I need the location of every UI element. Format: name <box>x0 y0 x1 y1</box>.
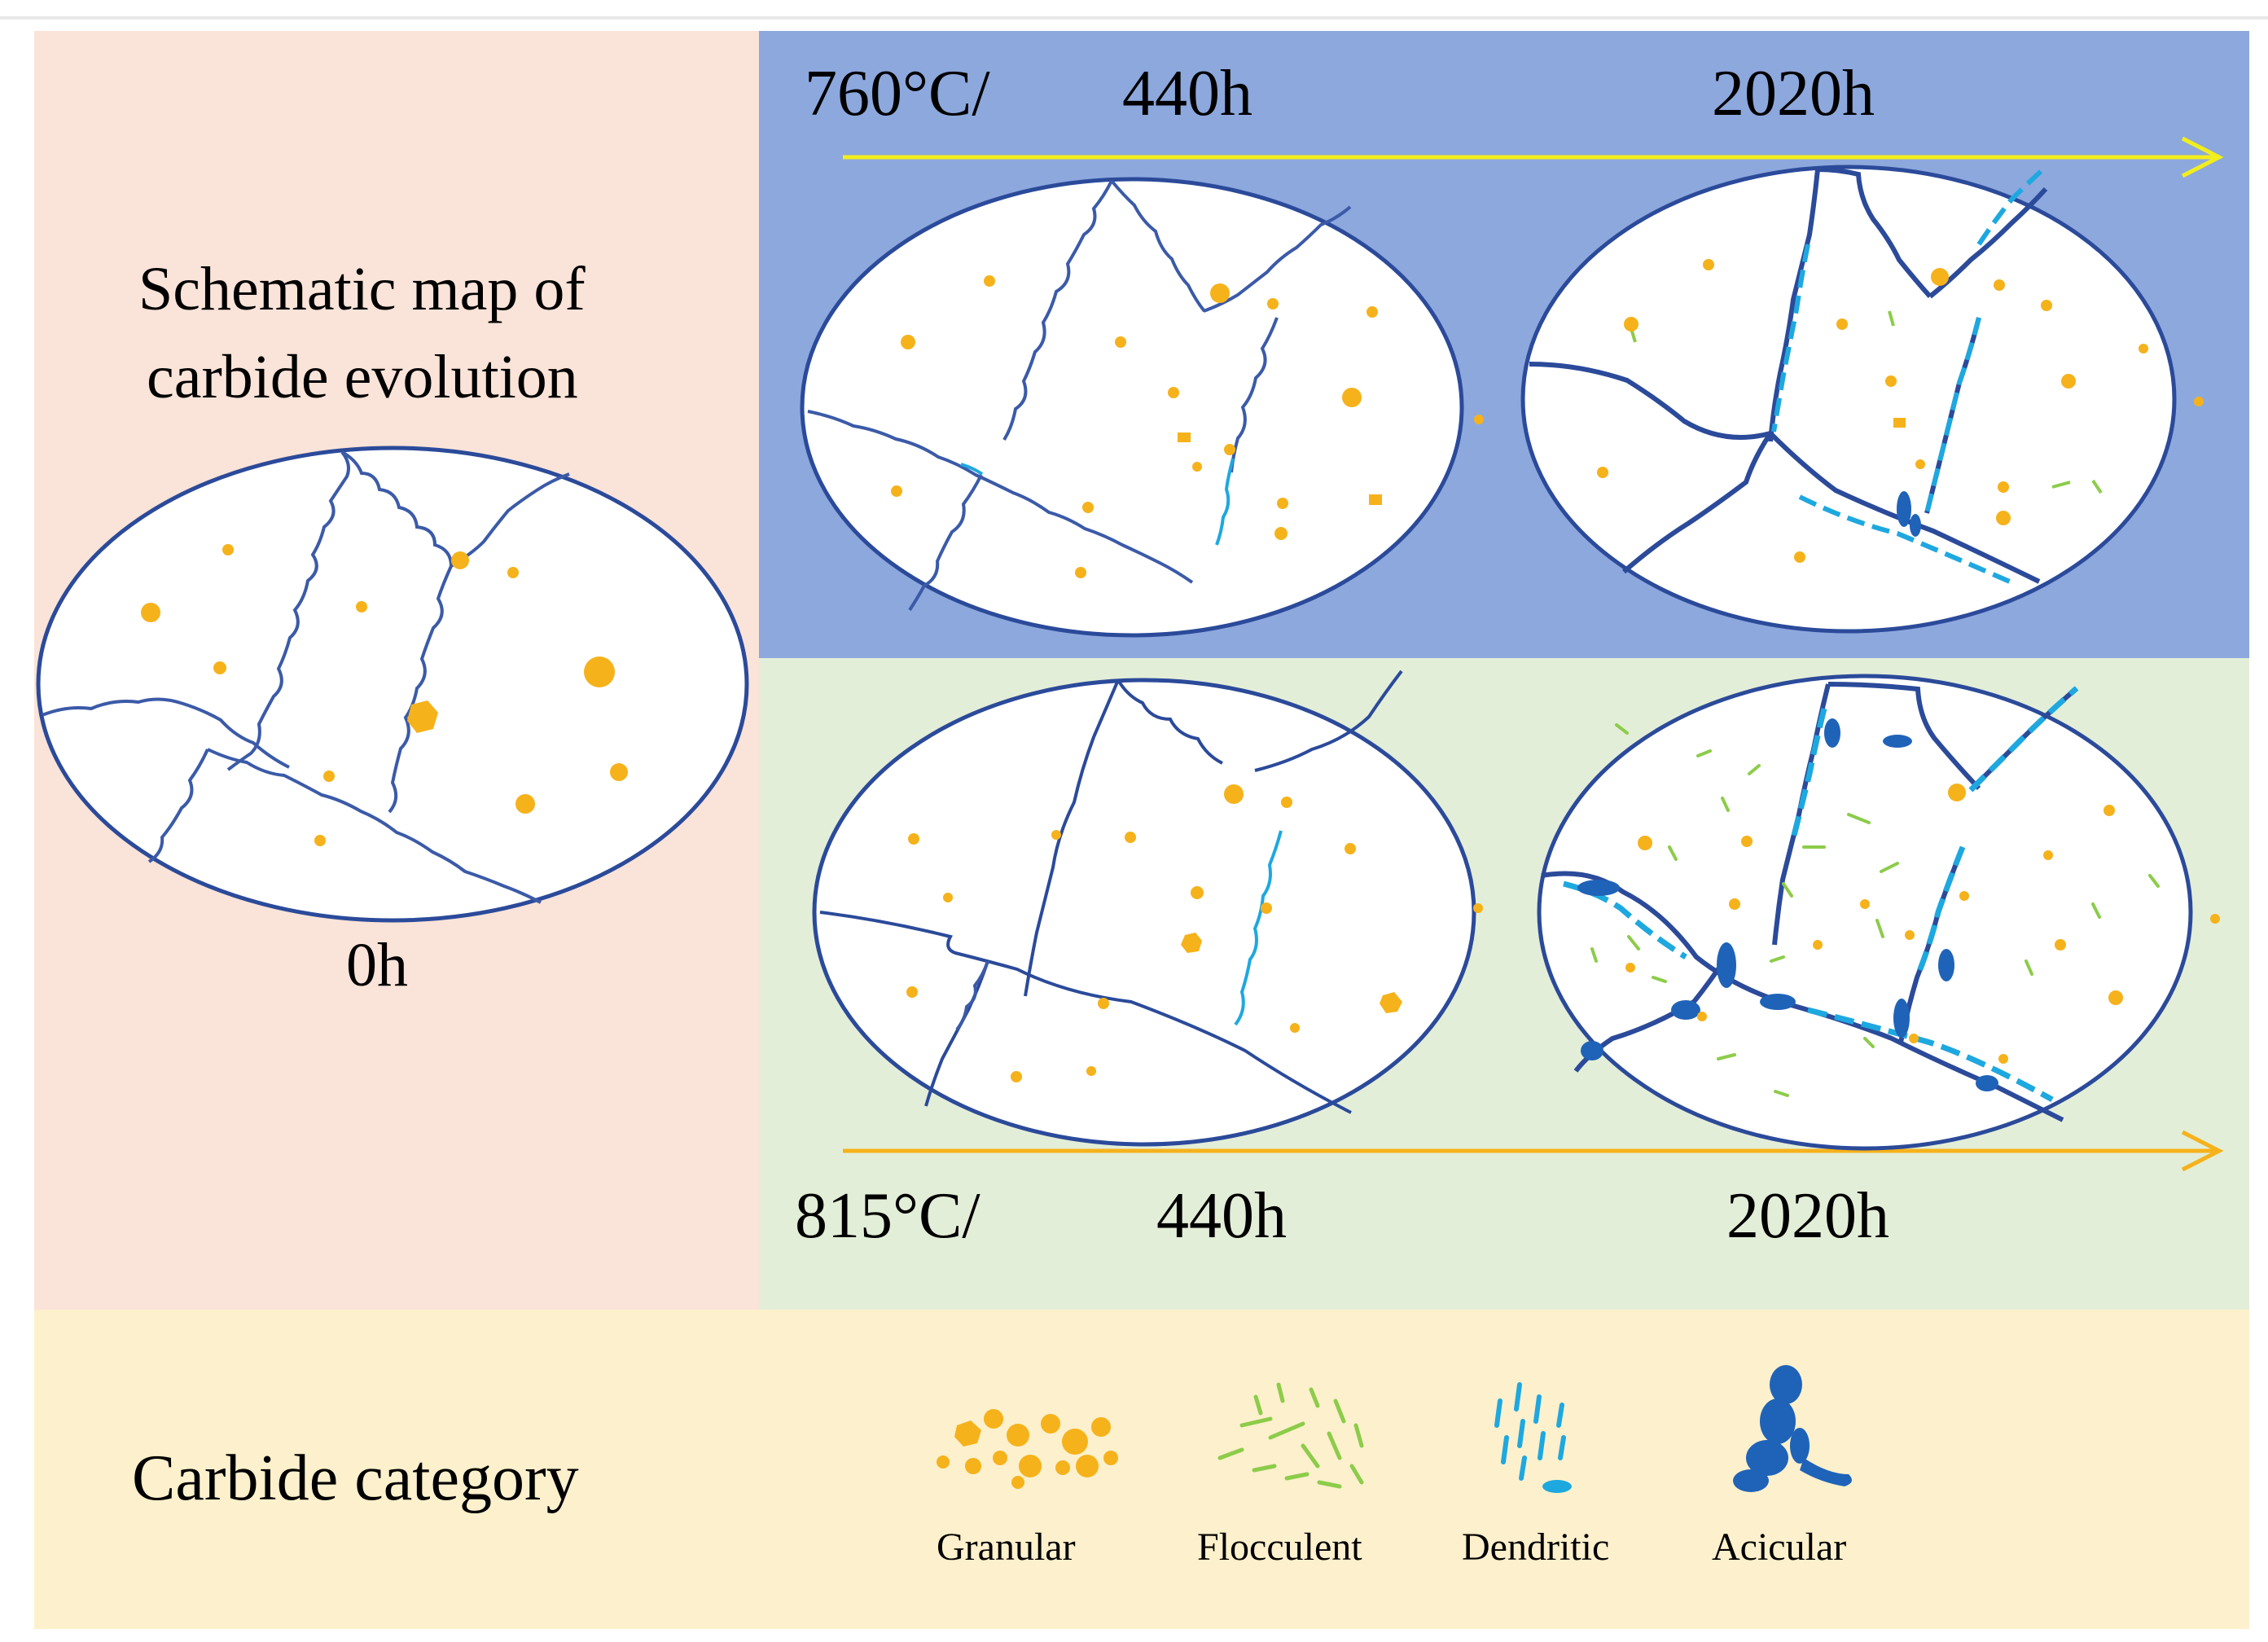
microstructure-815c-2020h <box>1537 674 2220 1151</box>
time-label-760c-440h: 440h <box>1122 58 1252 130</box>
temperature-label-815c: 815°C/ <box>795 1180 980 1252</box>
grain-ellipse-760c-440h <box>800 177 1464 638</box>
arrow-815c <box>843 1130 2224 1172</box>
time-label-815c-2020h: 2020h <box>1726 1180 1889 1252</box>
acicular-carbides-760c-2020h <box>1897 491 1921 537</box>
microstructure-815c-440h <box>812 670 1483 1147</box>
grain-boundaries-wavy-815c-440h <box>955 960 989 1031</box>
time-label-760c-2020h: 2020h <box>1712 58 1875 130</box>
grain-ellipse-815c-440h <box>812 678 1476 1147</box>
diagram-title-line-2: carbide evolution <box>147 343 578 411</box>
arrow-760c <box>843 136 2224 178</box>
granular-carbides-760c-440h <box>891 275 1484 578</box>
dendritic-segment-2-760c-440h <box>960 463 984 476</box>
acicular-carbides-815c-2020h <box>1577 718 1998 1091</box>
microstructure-0h <box>36 446 749 923</box>
grain-boundaries-760c-440h <box>807 179 1352 612</box>
legend-label-acicular: Acicular <box>1712 1526 1847 1569</box>
flocculent-carbide-icon <box>1217 1382 1364 1489</box>
grain-ellipse-760c-2020h <box>1520 165 2177 634</box>
grain-ellipse-0h <box>36 446 749 923</box>
dendritic-segment-815c-440h <box>1234 830 1283 1026</box>
diagram-title-line-1: Schematic map of <box>138 255 586 323</box>
temperature-label-760c: 760°C/ <box>805 58 990 130</box>
acicular-carbide-icon <box>1733 1365 1852 1492</box>
granular-carbide-icon <box>937 1409 1118 1489</box>
legend-label-flocculent: Flocculent <box>1197 1526 1362 1569</box>
legend-title: Carbide category <box>132 1442 579 1514</box>
dendritic-carbides-760c-2020h <box>1771 165 2048 585</box>
dendritic-carbide-icon <box>1494 1382 1572 1493</box>
granular-carbides-815c-2020h <box>1625 784 2220 1064</box>
dendritic-segment-760c-440h <box>1215 458 1235 546</box>
microstructure-760c-440h <box>800 177 1484 638</box>
top-divider <box>0 16 2268 20</box>
grain-ellipse-815c-2020h <box>1537 674 2193 1151</box>
time-label-815c-440h: 440h <box>1156 1180 1287 1252</box>
legend-panel <box>34 1310 2249 1629</box>
dendritic-carbides-815c-2020h <box>1563 686 2079 1103</box>
granular-carbides-760c-2020h <box>1597 259 2204 563</box>
legend-label-dendritic: Dendritic <box>1462 1526 1610 1569</box>
flocculent-carbides-815c-2020h <box>1590 723 2160 1097</box>
initial-time-label: 0h <box>346 931 408 999</box>
granular-carbides-815c-440h <box>906 784 1483 1082</box>
microstructure-760c-2020h <box>1520 165 2204 634</box>
legend-label-granular: Granular <box>937 1526 1076 1569</box>
grain-boundaries-0h <box>42 450 570 904</box>
granular-carbides-0h <box>141 544 628 846</box>
